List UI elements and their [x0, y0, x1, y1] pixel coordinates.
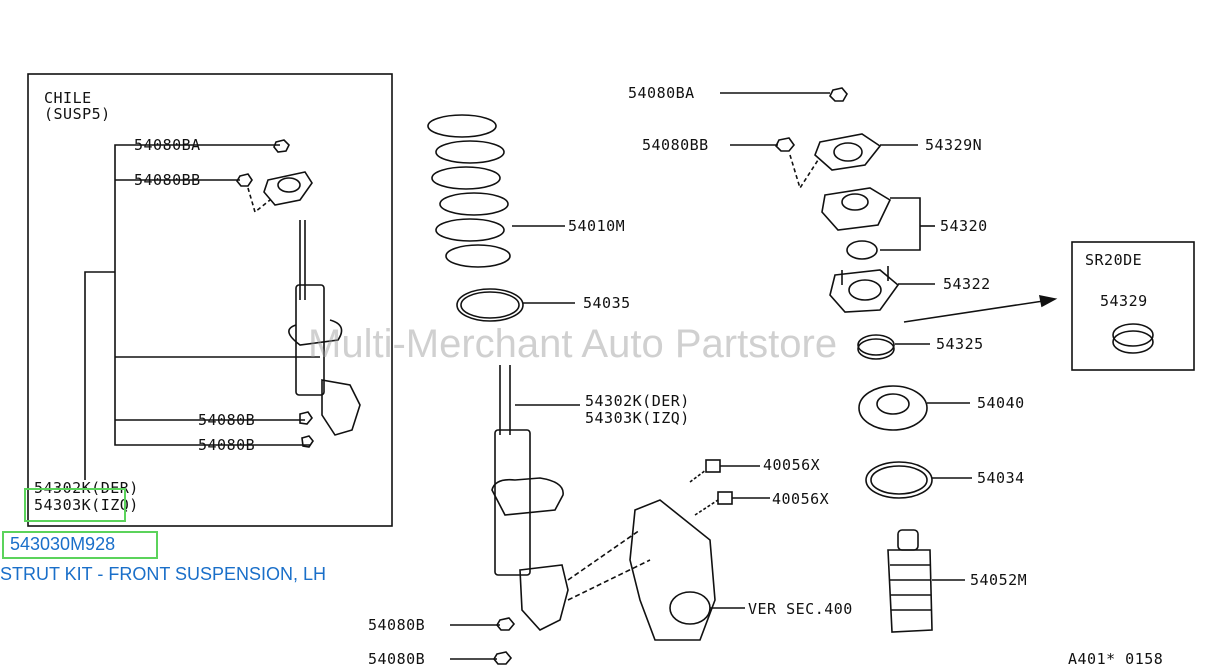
label-bottom-bolt-2[interactable]: 54080B	[368, 650, 426, 668]
sr20de-title: SR20DE	[1085, 251, 1143, 269]
inset-nut-second-icon	[236, 173, 253, 187]
label-mount-plate[interactable]: 54329N	[925, 136, 983, 154]
inset-title-line1: CHILE	[44, 89, 92, 107]
inset-label-bolt-lower[interactable]: 54080B	[198, 436, 256, 454]
inset-strut-bracket-icon	[321, 379, 361, 436]
watermark: Multi-Merchant Auto Partstore	[308, 322, 838, 366]
highlight-box	[24, 488, 126, 522]
inset-label-strut-izq[interactable]: 54303K(IZQ)	[34, 496, 139, 514]
coil-spring-icon	[427, 114, 511, 268]
nut-second-icon	[775, 137, 796, 152]
bearing-icon	[857, 334, 895, 356]
label-bottom-bolt-1[interactable]: 54080B	[368, 616, 426, 634]
label-spring[interactable]: 54010M	[568, 217, 626, 235]
mount-bushing-icon	[846, 240, 878, 260]
bolt-upper-icon	[705, 459, 721, 473]
diagram-code: A401* 0158	[1068, 650, 1164, 668]
label-bolt-lower[interactable]: 40056X	[772, 490, 830, 508]
spring-seat-ring-icon	[456, 288, 524, 322]
label-rubber-seat[interactable]: 54034	[977, 469, 1025, 487]
sr20de-part-icon	[1112, 330, 1154, 354]
label-upper-seat[interactable]: 54322	[943, 275, 991, 293]
inset-mount-plate-icon	[263, 171, 313, 206]
inset-nut-top-icon	[273, 139, 290, 153]
upper-seat-icon	[829, 269, 900, 313]
inset-label-bolt-upper[interactable]: 54080B	[198, 411, 256, 429]
inset-strut-body-icon	[295, 284, 325, 396]
rubber-seat-icon	[865, 461, 933, 499]
nut-top-icon	[829, 87, 848, 102]
inset-title-line2: (SUSP5)	[44, 105, 111, 123]
part-number-link[interactable]: 543030M928	[10, 534, 116, 554]
part-number-highlight	[2, 531, 158, 559]
strut-spring-seat-icon	[491, 477, 564, 516]
sr20de-part-label[interactable]: 54329	[1100, 292, 1148, 310]
bump-stop-icon	[887, 529, 933, 633]
inset-frame	[27, 73, 393, 527]
arrow-head-icon	[1038, 294, 1058, 308]
inset-label-nut-second[interactable]: 54080BB	[134, 171, 201, 189]
spring-seat-icon	[858, 385, 928, 431]
knuckle-icon	[629, 499, 716, 641]
label-strut-izq[interactable]: 54303K(IZQ)	[585, 409, 690, 427]
label-spring-seat[interactable]: 54040	[977, 394, 1025, 412]
label-bump-stop[interactable]: 54052M	[970, 571, 1028, 589]
mount-plate-icon	[814, 133, 882, 171]
label-mount-assembly[interactable]: 54320	[940, 217, 988, 235]
strut-body-icon	[494, 429, 531, 576]
label-spring-seat-ring[interactable]: 54035	[583, 294, 631, 312]
bolt-lower-icon	[717, 491, 733, 505]
label-nut-second[interactable]: 54080BB	[642, 136, 709, 154]
label-bearing[interactable]: 54325	[936, 335, 984, 353]
label-nut-top[interactable]: 54080BA	[628, 84, 695, 102]
label-strut-der[interactable]: 54302K(DER)	[585, 392, 690, 410]
part-description-link[interactable]: STRUT KIT - FRONT SUSPENSION, LH	[0, 564, 327, 584]
strut-mount-icon	[821, 187, 892, 231]
label-knuckle-ref[interactable]: VER SEC.400	[748, 600, 853, 618]
sr20de-frame	[1071, 241, 1195, 371]
label-bolt-upper[interactable]: 40056X	[763, 456, 821, 474]
bottom-bolt-1-icon	[496, 617, 516, 631]
strut-bracket-icon	[519, 564, 569, 631]
inset-label-nut-top[interactable]: 54080BA	[134, 136, 201, 154]
bottom-bolt-2-icon	[493, 651, 513, 665]
